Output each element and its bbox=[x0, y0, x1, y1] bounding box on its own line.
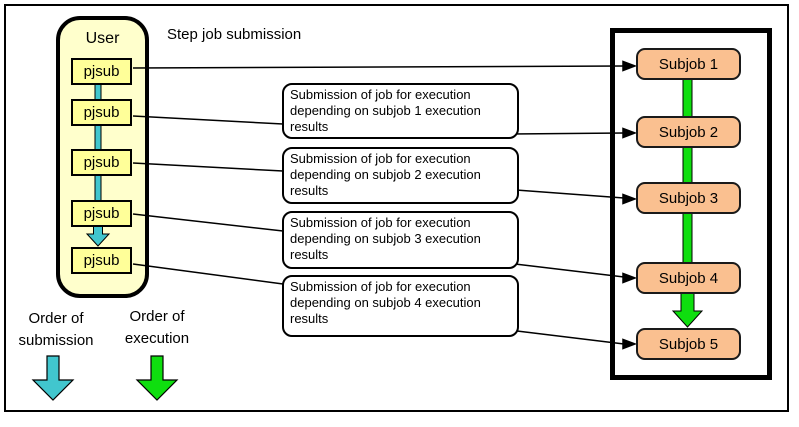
user-group-container: User pjsub pjsub pjsub pjsub pjsub bbox=[56, 16, 149, 298]
legend-submission-line2: submission bbox=[18, 332, 94, 349]
diagram-title: Step job submission bbox=[167, 26, 302, 43]
subjob-box-5: Subjob 5 bbox=[636, 328, 741, 360]
subjob-box-2: Subjob 2 bbox=[636, 116, 741, 148]
legend-order-of-execution: Order of execution bbox=[109, 306, 205, 350]
legend-execution-line1: Order of bbox=[129, 308, 185, 325]
callout-subjob-1: Submission of job for execution dependin… bbox=[282, 83, 519, 139]
subjob-box-1: Subjob 1 bbox=[636, 48, 741, 80]
subjob-box-3: Subjob 3 bbox=[636, 182, 741, 214]
subjob-box-4: Subjob 4 bbox=[636, 262, 741, 294]
pjsub-box-4: pjsub bbox=[71, 200, 132, 227]
pjsub-box-1: pjsub bbox=[71, 58, 132, 85]
pjsub-box-5: pjsub bbox=[71, 247, 132, 274]
subjob-panel: Subjob 1 Subjob 2 Subjob 3 Subjob 4 Subj… bbox=[610, 28, 772, 380]
callout-subjob-2: Submission of job for execution dependin… bbox=[282, 147, 519, 204]
legend-order-of-submission: Order of submission bbox=[8, 308, 104, 352]
user-group-label: User bbox=[85, 30, 120, 47]
callout-subjob-3: Submission of job for execution dependin… bbox=[282, 211, 519, 269]
callout-subjob-4: Submission of job for execution dependin… bbox=[282, 275, 519, 337]
legend-execution-line2: execution bbox=[124, 330, 190, 347]
pjsub-box-2: pjsub bbox=[71, 99, 132, 126]
pjsub-box-3: pjsub bbox=[71, 149, 132, 176]
legend-submission-line1: Order of bbox=[28, 310, 84, 327]
